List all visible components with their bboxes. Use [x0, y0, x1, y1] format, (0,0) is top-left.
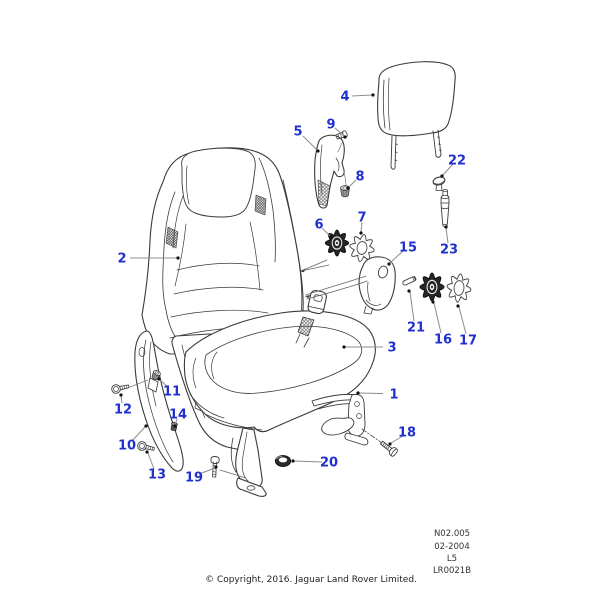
callout-13[interactable]: 13: [145, 450, 166, 483]
callout-4[interactable]: 4: [340, 90, 375, 105]
svg-text:19: 19: [185, 471, 203, 486]
callout-3[interactable]: 3: [342, 341, 397, 356]
svg-text:20: 20: [320, 456, 338, 471]
svg-text:13: 13: [148, 468, 166, 483]
callout-12[interactable]: 12: [114, 393, 132, 418]
svg-text:7: 7: [357, 211, 366, 226]
ref-date: 02-2004: [434, 542, 470, 552]
callout-22[interactable]: 22: [440, 154, 466, 178]
callout-11[interactable]: 11: [157, 377, 181, 400]
part-screw-13: [137, 441, 155, 451]
part-headrest: [377, 61, 456, 170]
callout-1[interactable]: 1: [356, 388, 399, 403]
callout-16[interactable]: 16: [431, 300, 452, 348]
svg-text:9: 9: [326, 118, 335, 133]
svg-text:15: 15: [399, 241, 417, 256]
part-seat-rails: [311, 393, 369, 446]
part-screw-19: [210, 456, 220, 478]
part-knob-16: [419, 272, 445, 302]
part-knob-6: [324, 229, 350, 257]
part-pin-21: [402, 276, 417, 286]
svg-text:8: 8: [355, 170, 364, 185]
callout-23[interactable]: 23: [440, 225, 458, 258]
callout-8[interactable]: 8: [346, 170, 365, 190]
svg-text:16: 16: [434, 333, 452, 348]
callout-17[interactable]: 17: [456, 304, 477, 349]
part-valance-panel: [129, 330, 184, 472]
part-cap-22: [432, 176, 446, 191]
svg-text:4: 4: [340, 90, 349, 105]
svg-text:6: 6: [314, 218, 323, 233]
svg-text:22: 22: [448, 154, 466, 169]
svg-text:11: 11: [163, 385, 181, 400]
svg-text:21: 21: [407, 321, 425, 336]
callout-5[interactable]: 5: [293, 125, 320, 153]
assembly-axis-line: [361, 428, 383, 444]
ref-frame-number: N02.005: [434, 529, 470, 539]
part-knob-7: [347, 231, 377, 265]
ref-drawing-code: LR0021B: [433, 566, 471, 576]
svg-text:3: 3: [387, 341, 396, 356]
callout-10[interactable]: 10: [118, 424, 148, 454]
callout-21[interactable]: 21: [407, 289, 425, 336]
svg-text:18: 18: [398, 426, 416, 441]
svg-text:12: 12: [114, 403, 132, 418]
svg-text:14: 14: [169, 408, 187, 423]
part-screw-12: [111, 384, 130, 394]
callout-14[interactable]: 14: [169, 408, 187, 428]
svg-text:10: 10: [118, 439, 136, 454]
svg-text:5: 5: [293, 125, 302, 140]
callout-layer: 1 2 3 4 5 6 7 8: [114, 90, 477, 486]
part-seat-back: [141, 147, 304, 355]
part-side-trim-5: [314, 134, 347, 209]
part-recliner-trim-15: [358, 256, 396, 315]
svg-text:23: 23: [440, 243, 458, 258]
callout-18[interactable]: 18: [388, 426, 416, 446]
part-bolt-18: [379, 440, 398, 457]
copyright-line: © Copyright, 2016. Jaguar Land Rover Lim…: [205, 575, 417, 585]
svg-text:17: 17: [459, 334, 477, 349]
svg-text:2: 2: [117, 252, 126, 267]
ref-sheet: L5: [447, 554, 457, 564]
callout-15[interactable]: 15: [387, 241, 417, 266]
callout-6[interactable]: 6: [314, 218, 333, 239]
part-grommet-20: [274, 455, 292, 467]
callout-7[interactable]: 7: [357, 211, 367, 235]
reference-block: N02.005 02-2004 L5 LR0021B: [433, 529, 471, 576]
part-sleeve-23: [440, 189, 450, 227]
svg-text:1: 1: [389, 388, 398, 403]
callout-2[interactable]: 2: [117, 252, 180, 267]
assembly-arrows: [300, 259, 368, 300]
callout-20[interactable]: 20: [291, 456, 338, 471]
callout-19[interactable]: 19: [185, 465, 218, 486]
part-knob-17: [444, 271, 474, 305]
callout-9[interactable]: 9: [326, 118, 347, 139]
